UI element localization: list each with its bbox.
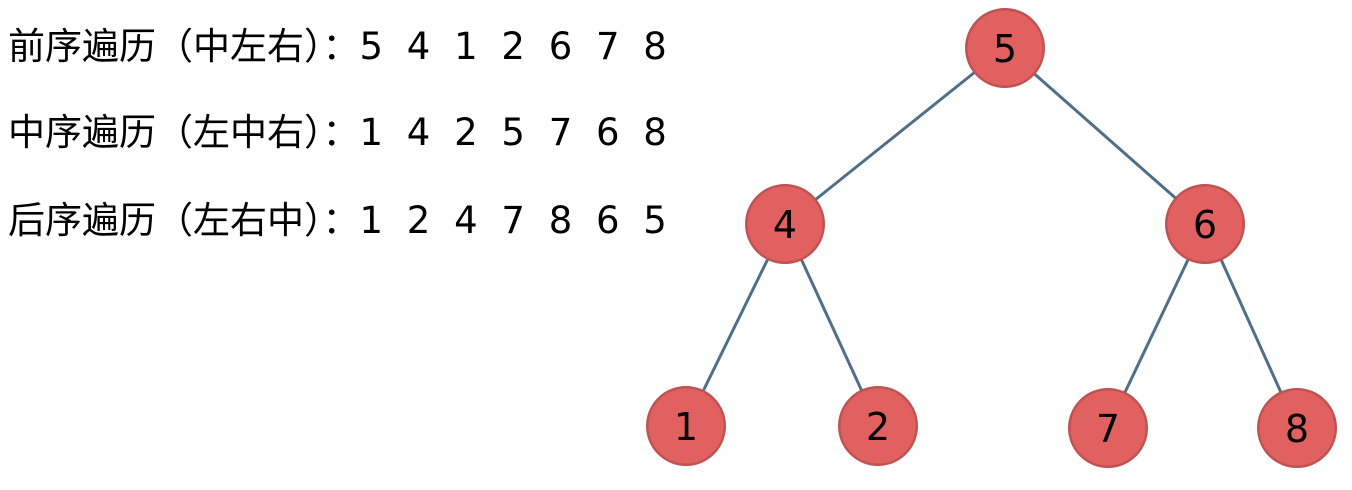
tree-edge-group [701,70,1283,395]
tree-node-circle-8[interactable] [1257,388,1337,468]
tree-edge-5-6 [1032,72,1178,200]
tree-node-label-1: 1 [674,405,698,449]
tree-node-circle-2[interactable] [838,386,918,466]
traversal-sequence-preorder: 5 4 1 2 6 7 8 [359,25,673,68]
tree-node-label-7: 7 [1096,407,1120,451]
tree-edge-5-4 [813,70,977,202]
tree-node-circle-5[interactable] [965,8,1045,88]
tree-node-2[interactable]: 2 [838,386,918,466]
traversal-line-inorder: 中序遍历（左中右）：1 4 2 5 7 6 8 [8,114,673,151]
tree-node-label-4: 4 [773,203,797,247]
tree-node-6[interactable]: 6 [1165,184,1245,264]
tree-node-circle-1[interactable] [646,386,726,466]
tree-edge-6-7 [1123,257,1190,395]
tree-node-7[interactable]: 7 [1068,388,1148,468]
traversal-sequence-inorder: 1 4 2 5 7 6 8 [359,111,673,154]
tree-node-circle-4[interactable] [745,184,825,264]
traversal-label-postorder: 后序遍历（左右中）： [8,199,360,242]
tree-node-circle-7[interactable] [1068,388,1148,468]
tree-node-group: 5 4 6 1 2 7 8 [646,8,1337,468]
traversal-label-inorder: 中序遍历（左中右）： [8,111,360,154]
tree-node-circle-6[interactable] [1165,184,1245,264]
tree-node-4[interactable]: 4 [745,184,825,264]
tree-node-label-8: 8 [1285,407,1309,451]
tree-node-5[interactable]: 5 [965,8,1045,88]
traversal-text-block: 前序遍历（中左右）：5 4 1 2 6 7 8 中序遍历（左中右）：1 4 2 … [0,0,720,270]
traversal-line-preorder: 前序遍历（中左右）：5 4 1 2 6 7 8 [8,28,673,65]
tree-edge-4-1 [701,257,770,393]
traversal-sequence-postorder: 1 2 4 7 8 6 5 [359,199,673,242]
tree-edge-4-2 [799,257,864,393]
tree-edge-6-8 [1219,258,1283,394]
tree-node-8[interactable]: 8 [1257,388,1337,468]
tree-node-label-5: 5 [993,27,1017,71]
traversal-label-preorder: 前序遍历（中左右）： [8,25,360,68]
tree-node-1[interactable]: 1 [646,386,726,466]
tree-node-label-2: 2 [866,405,890,449]
tree-node-label-6: 6 [1193,203,1217,247]
traversal-line-postorder: 后序遍历（左右中）：1 2 4 7 8 6 5 [8,202,673,239]
